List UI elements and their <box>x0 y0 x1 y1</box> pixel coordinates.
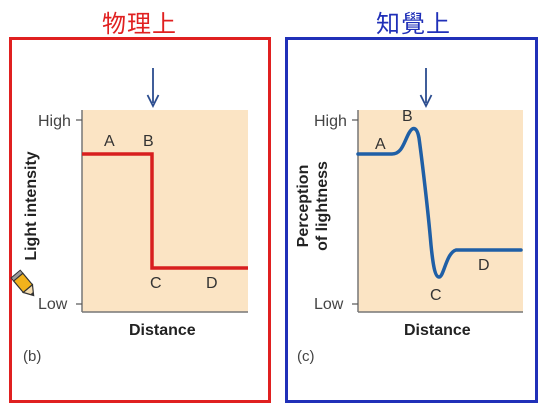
right-perception-curve <box>356 126 523 279</box>
left-plot-area <box>82 110 248 312</box>
right-y-low-label: Low <box>314 296 344 313</box>
left-intensity-step-line <box>82 152 248 270</box>
left-y-axis-label: Light intensity <box>23 151 40 260</box>
left-point-b: B <box>143 133 154 150</box>
right-arrow-head <box>419 94 433 109</box>
right-point-d: D <box>478 257 490 274</box>
left-point-c: C <box>150 275 162 292</box>
right-x-axis-label: Distance <box>404 322 471 339</box>
physical-panel-frame <box>9 37 271 403</box>
right-point-b: B <box>402 108 413 125</box>
left-point-d: D <box>206 275 218 292</box>
left-panel-label: (b) <box>23 348 41 365</box>
left-point-a: A <box>104 133 115 150</box>
left-x-axis-label: Distance <box>129 322 196 339</box>
left-y-low-label: Low <box>38 296 68 313</box>
left-y-high-label: High <box>38 113 71 130</box>
right-y-high-label: High <box>314 113 347 130</box>
right-y-axis-label-line2: of lightness <box>314 161 331 251</box>
right-panel-label: (c) <box>297 348 315 365</box>
perceptual-panel-frame <box>285 37 538 403</box>
right-point-a: A <box>375 136 386 153</box>
title-physical: 物理上 <box>102 10 177 38</box>
left-arrow-head <box>146 94 160 109</box>
right-y-axis-label-line1: Perception <box>295 165 312 248</box>
title-perceptual: 知覺上 <box>376 10 451 38</box>
pencil-icon <box>10 269 35 297</box>
right-point-c: C <box>430 287 442 304</box>
